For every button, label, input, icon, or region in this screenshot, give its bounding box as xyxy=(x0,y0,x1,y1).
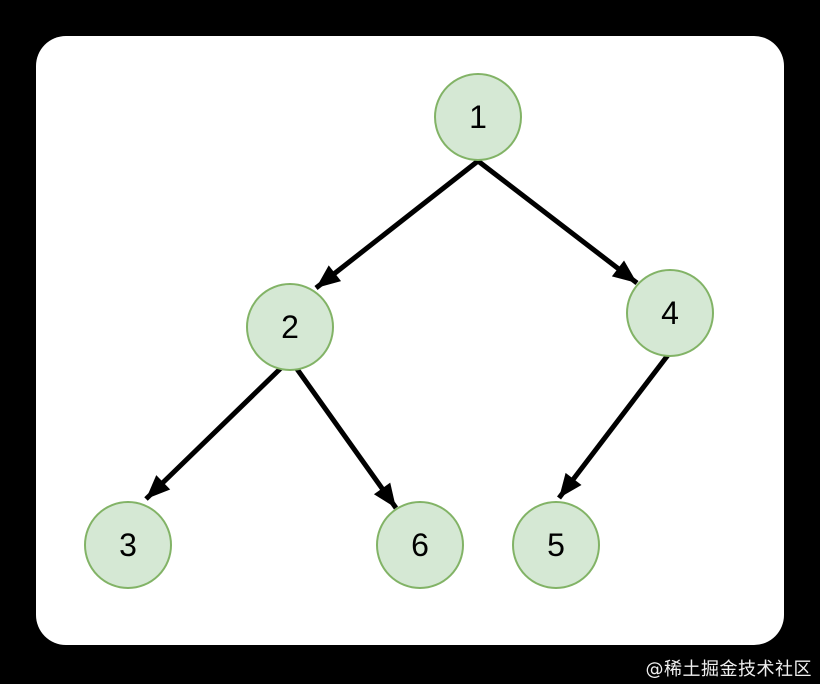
tree-node-1: 1 xyxy=(434,73,522,161)
watermark: @稀土掘金技术社区 xyxy=(645,659,812,680)
node-label-6: 6 xyxy=(411,527,429,563)
tree-node-3: 3 xyxy=(84,501,172,589)
tree-edges xyxy=(144,159,670,510)
edge-2-to-6 xyxy=(294,367,399,510)
tree-node-2: 2 xyxy=(246,283,334,371)
edge-1-to-2 xyxy=(314,159,480,290)
node-label-1: 1 xyxy=(469,99,487,135)
node-label-3: 3 xyxy=(119,527,137,563)
edge-2-to-3 xyxy=(144,366,283,501)
node-circle-3 xyxy=(84,501,172,589)
node-label-5: 5 xyxy=(547,527,565,563)
node-circle-1 xyxy=(434,73,522,161)
node-circle-4 xyxy=(626,269,714,357)
tree-nodes: 1 2 4 3 6 5 xyxy=(84,73,714,589)
node-circle-2 xyxy=(246,283,334,371)
tree-node-6: 6 xyxy=(376,501,464,589)
edge-1-to-4 xyxy=(476,159,639,285)
edge-4-to-5 xyxy=(557,353,670,500)
tree-node-4: 4 xyxy=(626,269,714,357)
node-label-2: 2 xyxy=(281,309,299,345)
node-circle-5 xyxy=(512,501,600,589)
node-circle-6 xyxy=(376,501,464,589)
node-label-4: 4 xyxy=(661,295,679,331)
tree-node-5: 5 xyxy=(512,501,600,589)
